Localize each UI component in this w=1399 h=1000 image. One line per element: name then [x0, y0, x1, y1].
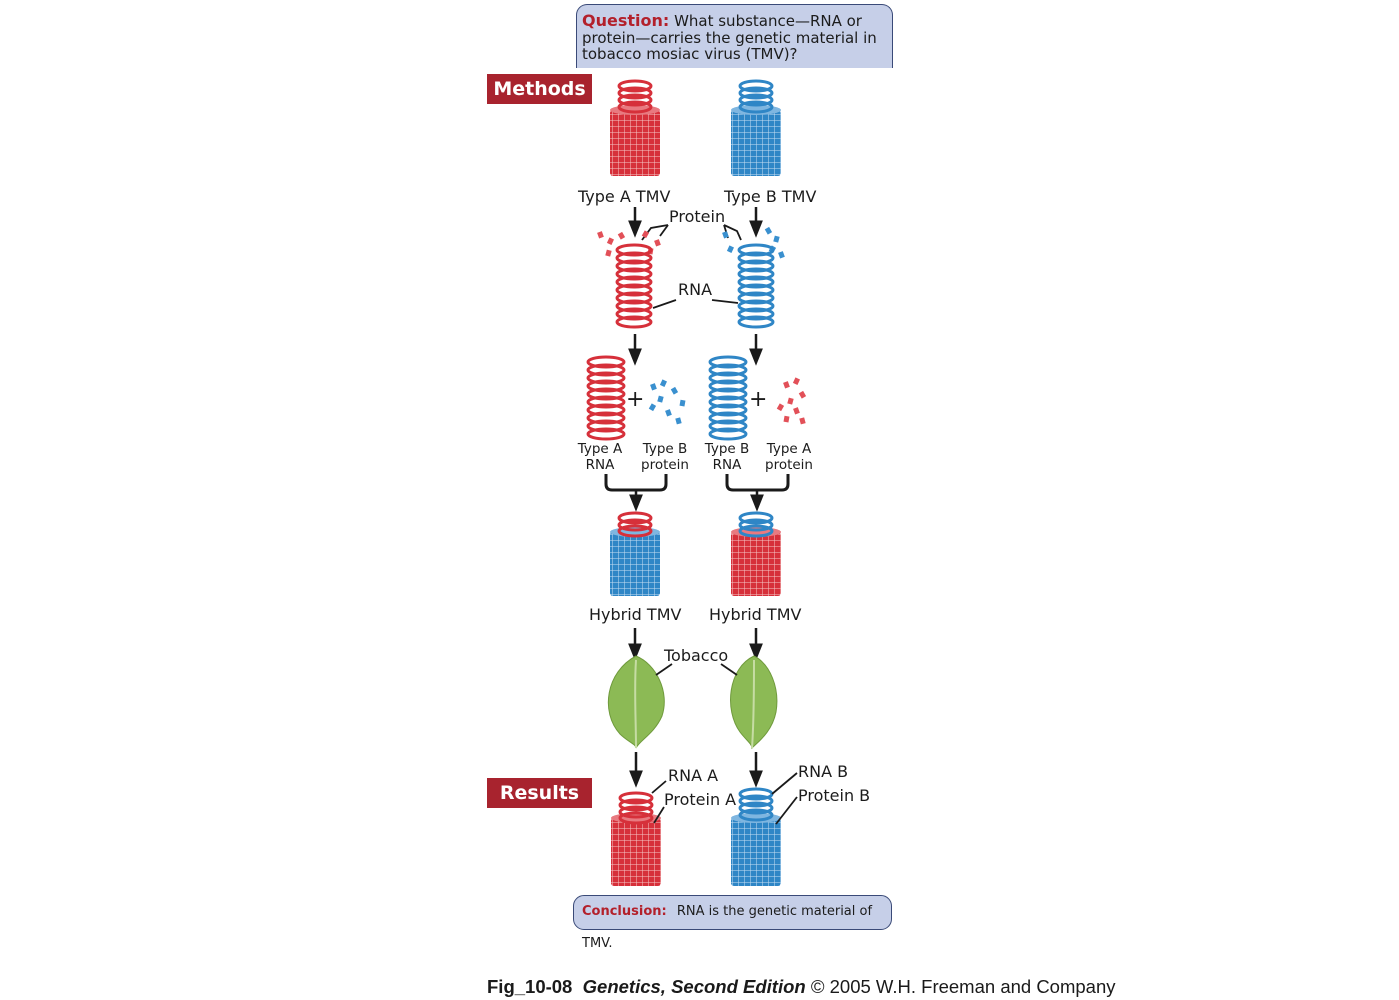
rna-coil-a-released: [615, 243, 653, 329]
label-mix1-rna-2: RNA: [586, 457, 615, 473]
label-protein-b: Protein B: [798, 786, 870, 805]
label-hybrid-right: Hybrid TMV: [709, 605, 802, 624]
hybrid-virus-left: [610, 511, 660, 596]
result-leader-lines: [651, 772, 798, 825]
label-hybrid-left: Hybrid TMV: [589, 605, 682, 624]
label-type-a-tmv: Type A TMV: [577, 187, 670, 206]
rna-coil-b: [738, 79, 774, 114]
virus-type-a: [610, 79, 660, 176]
merge-bracket-left: [604, 474, 668, 492]
question-label: Question:: [582, 11, 670, 30]
plus-sign-right: +: [749, 387, 767, 412]
type-a-rna-coil: [586, 355, 626, 441]
rna-coil-b-released: [737, 243, 775, 329]
label-protein: Protein: [669, 207, 725, 226]
result-virus-a: [611, 791, 661, 886]
caption-copyright: © 2005 W.H. Freeman and Company: [810, 976, 1116, 997]
conclusion-box: Conclusion: RNA is the genetic material …: [573, 895, 892, 951]
virus-type-b: [731, 79, 781, 176]
tobacco-leader-lines: [655, 663, 738, 676]
label-mix1-protein-1: Type B: [642, 441, 688, 457]
conclusion-label: Conclusion:: [582, 904, 667, 919]
type-a-protein-subunits: [776, 377, 807, 425]
rna-leader-lines: [652, 299, 739, 309]
label-protein-a: Protein A: [664, 790, 736, 809]
merge-bracket-right: [725, 474, 790, 492]
label-mix1-rna-1: Type A: [577, 441, 623, 457]
label-type-b-tmv: Type B TMV: [723, 187, 816, 206]
plus-sign-left: +: [626, 387, 644, 412]
caption-fig-id: Fig_10-08: [487, 976, 573, 997]
caption-book: Genetics, Second Edition: [582, 976, 806, 997]
type-b-protein-subunits: [648, 379, 686, 425]
label-rna-b: RNA B: [798, 762, 848, 781]
methods-tag: Methods: [487, 74, 592, 104]
label-mix2-protein-1: Type A: [766, 441, 812, 457]
label-mix2-rna-1: Type B: [704, 441, 750, 457]
label-mix2-protein-2: protein: [765, 457, 813, 473]
result-virus-b: [731, 787, 781, 886]
question-box: Question: What substance—RNA or protein—…: [576, 4, 893, 68]
label-tobacco: Tobacco: [663, 646, 728, 665]
label-rna-a: RNA A: [668, 766, 718, 785]
label-mix1-protein-2: protein: [641, 457, 689, 473]
label-rna: RNA: [678, 280, 712, 299]
question-text: What substance—RNA or protein—carries th…: [582, 12, 877, 63]
tobacco-leaf-left: [607, 655, 665, 749]
type-b-rna-coil: [708, 355, 748, 441]
rna-coil-a: [617, 79, 653, 114]
conclusion-text: RNA is the genetic material of TMV.: [582, 904, 873, 951]
figure-caption: Fig_10-08 Genetics, Second Edition © 200…: [487, 976, 1116, 998]
results-tag: Results: [487, 778, 592, 808]
tobacco-leaf-right: [730, 655, 778, 750]
label-mix2-rna-2: RNA: [713, 457, 742, 473]
hybrid-virus-right: [731, 511, 781, 596]
